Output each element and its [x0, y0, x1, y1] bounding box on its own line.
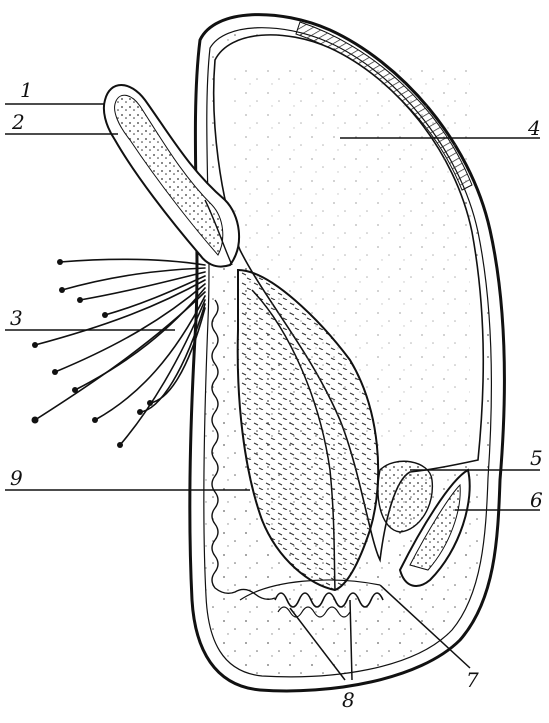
root-hairs — [35, 259, 205, 445]
label-7: 7 — [466, 670, 479, 690]
label-5: 5 — [530, 448, 543, 468]
label-9: 9 — [10, 468, 23, 488]
label-8: 8 — [342, 690, 355, 710]
label-6: 6 — [530, 490, 543, 510]
label-1: 1 — [20, 80, 33, 100]
label-2: 2 — [12, 112, 25, 132]
label-3: 3 — [10, 308, 23, 328]
label-4: 4 — [528, 118, 541, 138]
